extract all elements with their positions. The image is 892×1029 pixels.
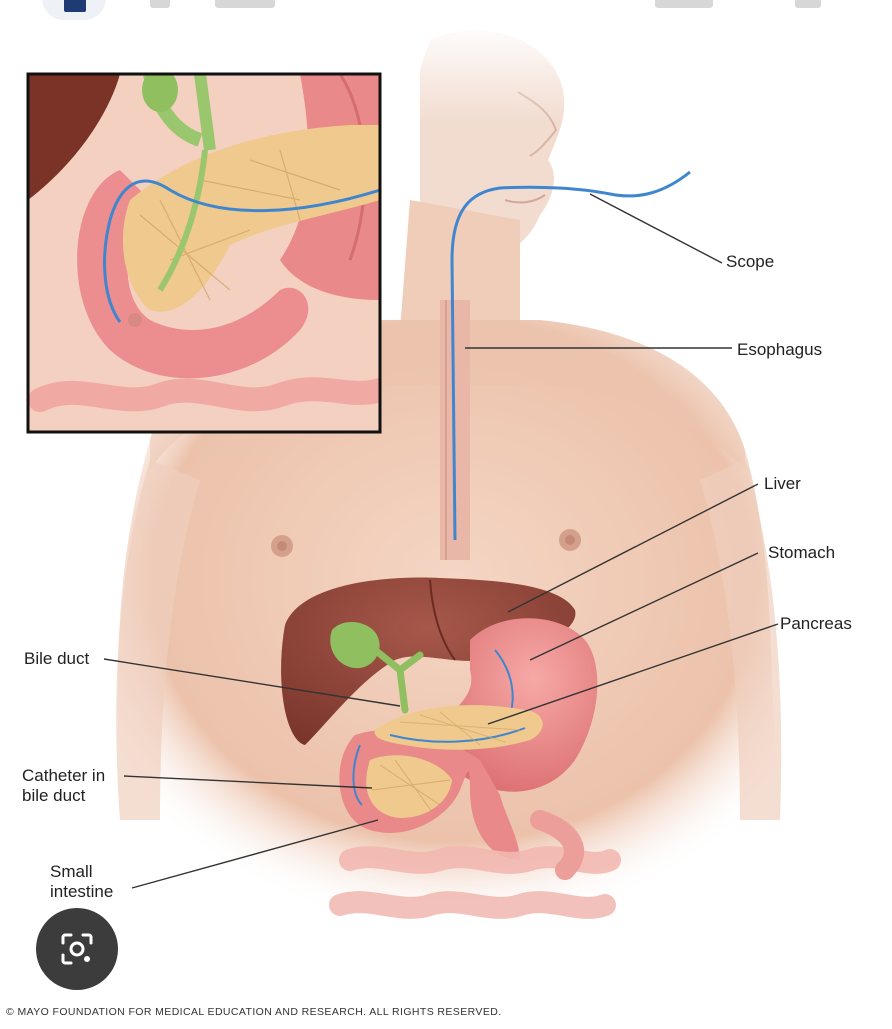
catheter-leader xyxy=(123,775,373,789)
bile-duct-leader xyxy=(103,658,401,707)
label-scope: Scope xyxy=(726,252,775,271)
liver-leader xyxy=(507,483,759,613)
visual-search-button[interactable] xyxy=(36,908,118,990)
liver-organ xyxy=(281,577,576,745)
label-small-intestine: Small intestine xyxy=(50,862,114,901)
label-stomach: Stomach xyxy=(768,543,836,562)
pancreas-leader xyxy=(487,623,779,725)
top-bar-fragment xyxy=(795,0,821,8)
label-liver: Liver xyxy=(764,474,801,493)
copyright-notice: © MAYO FOUNDATION FOR MEDICAL EDUCATION … xyxy=(6,1006,502,1018)
app-icon[interactable] xyxy=(42,0,106,20)
image-search-icon xyxy=(61,933,93,965)
top-bar-fragment xyxy=(215,0,275,8)
label-pancreas: Pancreas xyxy=(780,614,852,633)
stomach-leader xyxy=(529,552,759,661)
label-catheter-in-bile-duct: Catheter in bile duct xyxy=(22,766,106,805)
label-esophagus: Esophagus xyxy=(737,340,823,359)
top-bar-fragment xyxy=(150,0,170,8)
label-bile-duct: Bile duct xyxy=(24,649,90,668)
inset-closeup xyxy=(26,72,382,434)
small-intestine-leader xyxy=(131,819,379,889)
gallbladder-organ xyxy=(330,621,424,714)
scope-leader xyxy=(589,193,723,264)
leader-lines xyxy=(103,193,779,889)
top-bar xyxy=(0,0,892,22)
top-bar-fragment xyxy=(655,0,713,8)
